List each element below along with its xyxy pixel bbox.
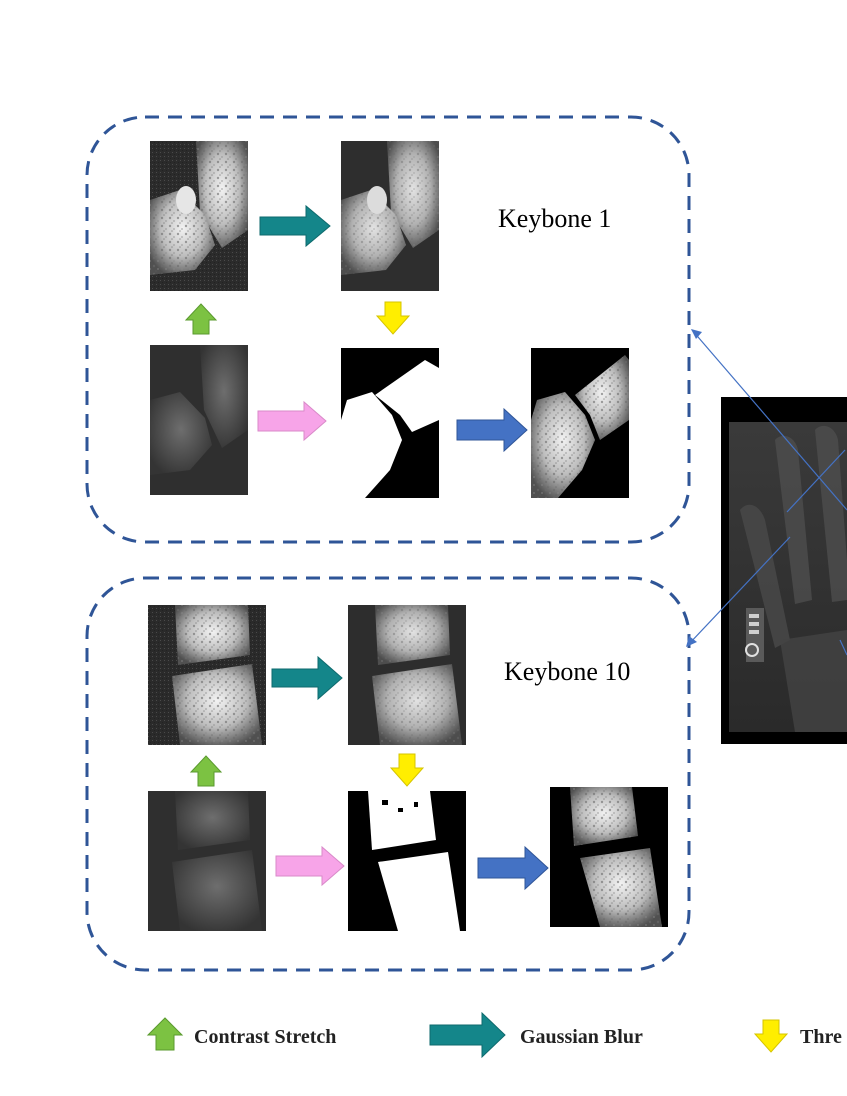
legend-threshold: Thre bbox=[800, 1026, 842, 1048]
marker-icon bbox=[745, 643, 759, 657]
connector-line-keybone-10 bbox=[687, 536, 791, 646]
gaussian-blur-arrow bbox=[259, 204, 331, 248]
keybone-10-raw-image bbox=[148, 791, 266, 931]
keybone-1-contrast-image bbox=[150, 141, 248, 291]
keybone-10-title: Keybone 10 bbox=[504, 657, 630, 686]
connector-line-keybone-1 bbox=[691, 329, 847, 511]
pink-step-arrow bbox=[257, 400, 327, 442]
connector-arrowhead-keybone-10 bbox=[686, 636, 697, 647]
pink-step-arrow bbox=[275, 845, 345, 887]
connector-arrowhead-keybone-1 bbox=[691, 329, 702, 339]
hand-xray-image bbox=[721, 397, 847, 744]
panel-keybone-10-border bbox=[85, 576, 691, 972]
up-arrow-icon bbox=[146, 1017, 184, 1051]
contrast-stretch-arrow bbox=[184, 303, 218, 335]
blue-step-arrow bbox=[477, 845, 549, 891]
keybone-1-title: Keybone 1 bbox=[498, 204, 611, 233]
contrast-stretch-arrow bbox=[189, 755, 223, 787]
keybone-10-blurred-image bbox=[348, 605, 466, 745]
legend: Contrast Stretch Gaussian Blur Thre bbox=[146, 1011, 842, 1059]
keybone-1-threshold-mask bbox=[341, 348, 439, 498]
gaussian-blur-arrow bbox=[271, 655, 343, 701]
connector-line-hand bbox=[786, 449, 846, 513]
keybone-10-segmented-image bbox=[550, 787, 668, 927]
panel-keybone-1-border bbox=[85, 115, 691, 544]
keybone-10-contrast-image bbox=[148, 605, 266, 745]
connector-line-hand-lower bbox=[839, 639, 847, 656]
threshold-arrow bbox=[389, 753, 425, 787]
right-arrow-icon bbox=[429, 1011, 506, 1059]
blue-step-arrow bbox=[456, 407, 528, 453]
keybone-10-threshold-mask bbox=[348, 791, 466, 931]
keybone-1-segmented-image bbox=[531, 348, 629, 498]
legend-gaussian-blur: Gaussian Blur bbox=[520, 1026, 643, 1048]
legend-contrast-stretch: Contrast Stretch bbox=[194, 1026, 336, 1048]
keybone-1-raw-image bbox=[150, 345, 248, 495]
threshold-arrow bbox=[375, 301, 411, 335]
down-arrow-icon bbox=[753, 1019, 789, 1053]
keybone-1-blurred-image bbox=[341, 141, 439, 291]
